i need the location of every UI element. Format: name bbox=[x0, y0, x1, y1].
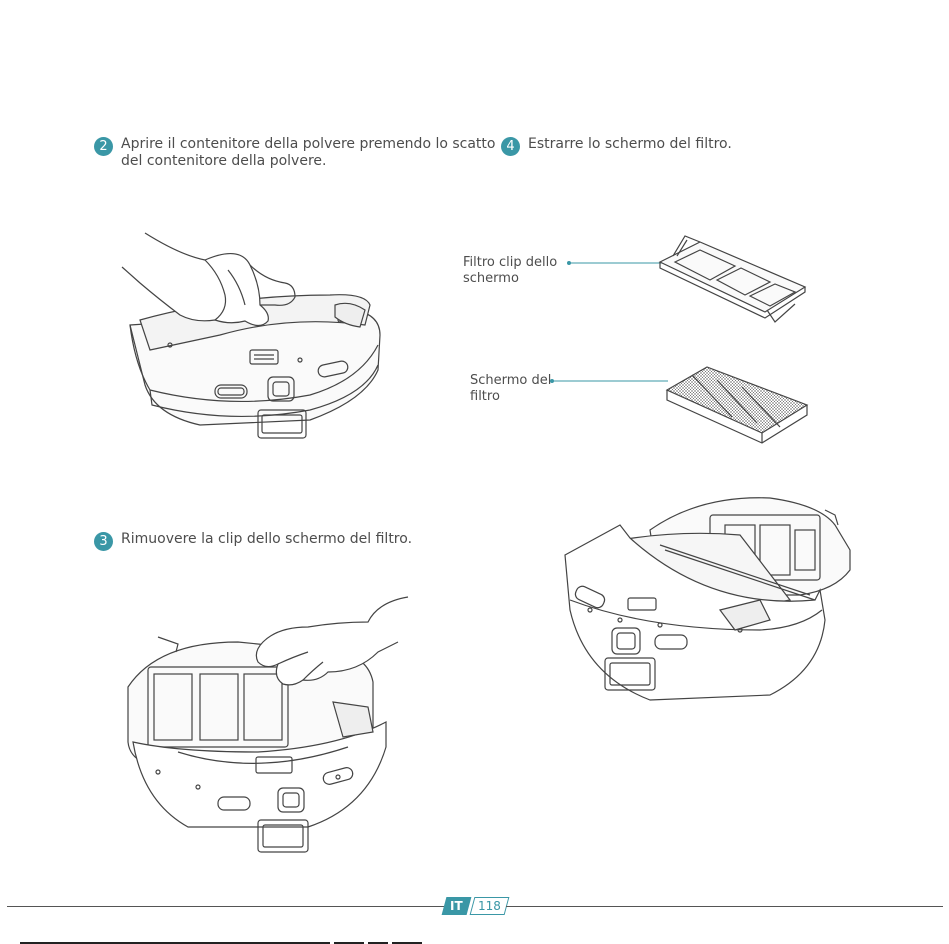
step-3-text: Rimuovere la clip dello schermo del filt… bbox=[121, 531, 412, 548]
filter-screen-label: Schermo del filtro bbox=[470, 373, 551, 405]
language-tag: IT bbox=[442, 897, 471, 915]
step-4-instruction: 4 Estrarre lo schermo del filtro. bbox=[501, 136, 732, 156]
step-4-badge: 4 bbox=[501, 137, 520, 156]
filter-clip-leader-line bbox=[565, 258, 665, 268]
footer-line-left bbox=[7, 906, 444, 907]
filter-screen-illustration bbox=[662, 355, 812, 455]
page-indicator: IT 118 bbox=[444, 897, 507, 915]
opened-dust-container-illustration bbox=[560, 490, 850, 710]
dust-container-open-illustration bbox=[110, 225, 400, 460]
page-number: 118 bbox=[469, 897, 509, 915]
step-2-badge: 2 bbox=[94, 137, 113, 156]
filter-clip-illustration bbox=[655, 232, 815, 332]
filter-screen-leader-line bbox=[548, 376, 670, 386]
step-2-instruction: 2 Aprire il contenitore della polvere pr… bbox=[94, 136, 495, 170]
step-4-text: Estrarre lo schermo del filtro. bbox=[528, 136, 732, 153]
step-2-text: Aprire il contenitore della polvere prem… bbox=[121, 136, 495, 170]
filter-clip-removal-illustration bbox=[118, 592, 408, 862]
step-3-badge: 3 bbox=[94, 532, 113, 551]
footer-line-right bbox=[506, 906, 943, 907]
step-3-instruction: 3 Rimuovere la clip dello schermo del fi… bbox=[94, 531, 412, 551]
filter-clip-label: Filtro clip dello schermo bbox=[463, 255, 557, 287]
